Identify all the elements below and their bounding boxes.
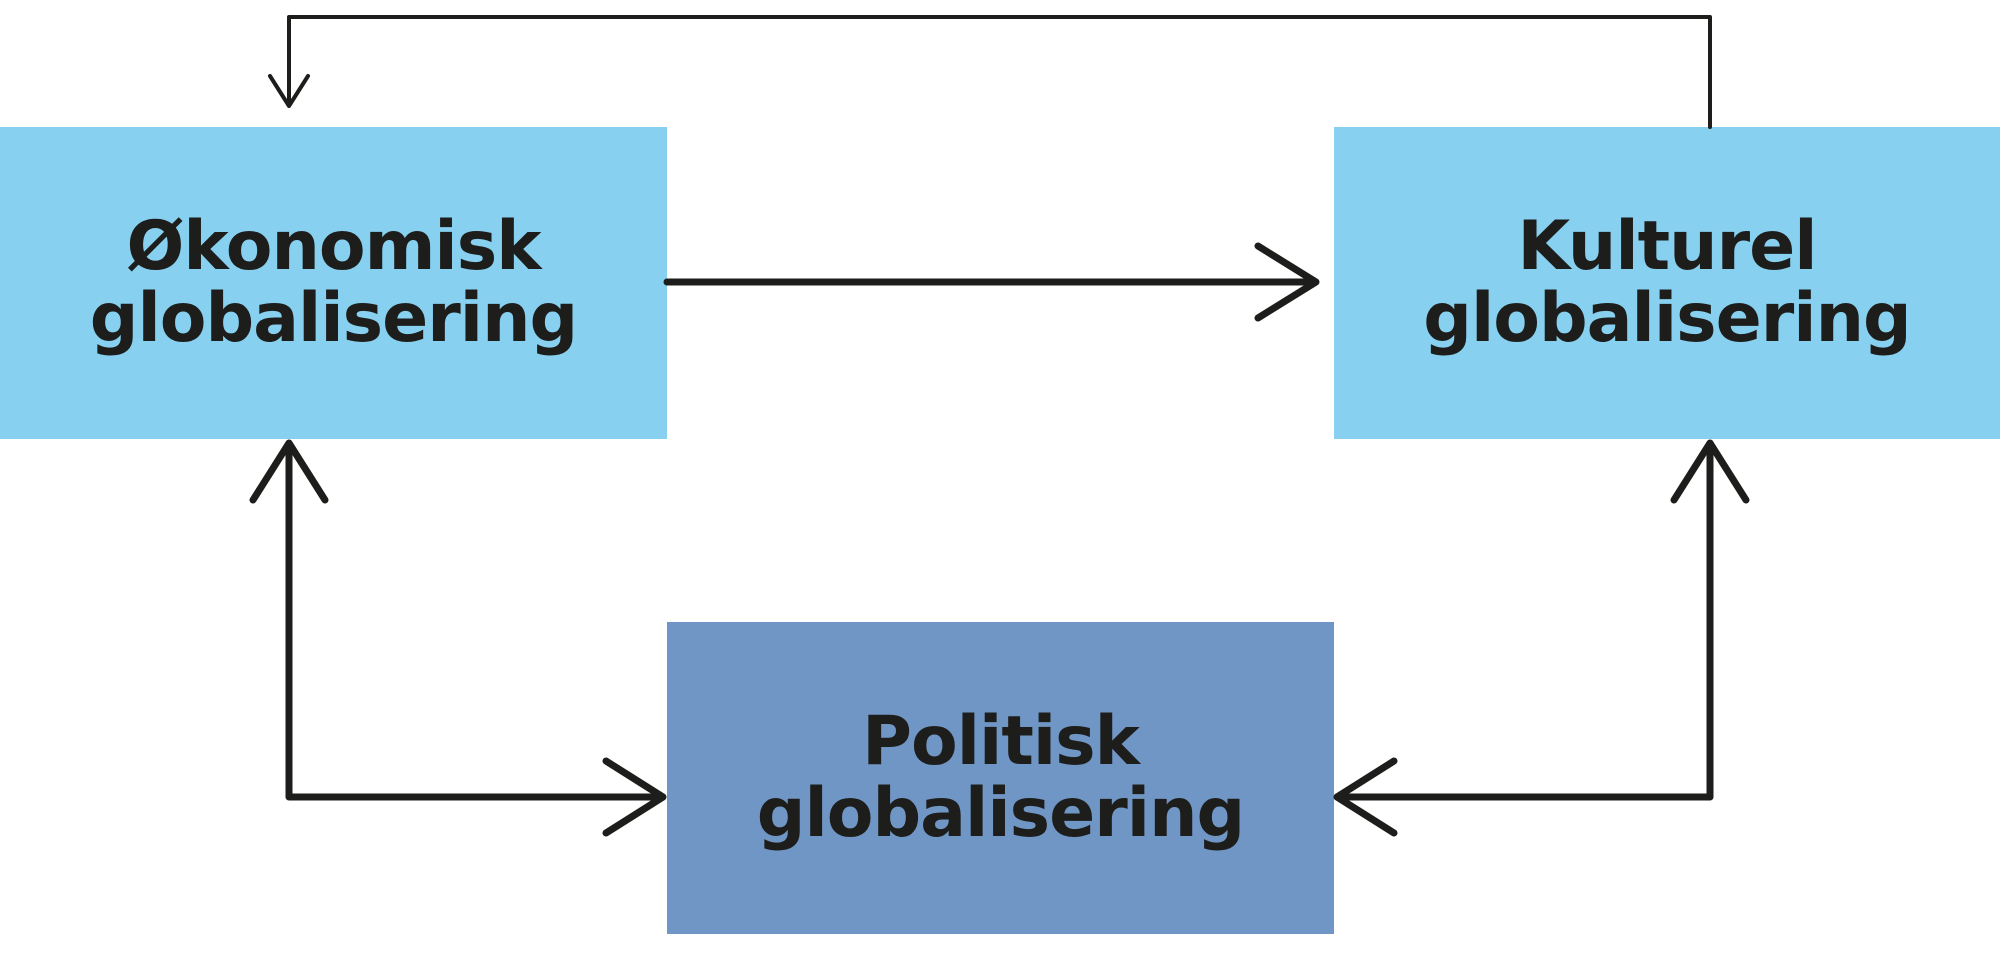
arrow-cultural-political-head-up <box>1670 439 1750 504</box>
cultural-label-line1: Kulturel <box>1517 207 1817 286</box>
economic-box <box>0 127 667 439</box>
cultural-globalization-label: Kulturel globalisering <box>1334 127 2000 439</box>
political-label-line1: Politisk <box>862 702 1140 781</box>
economic-label-line2: globalisering <box>89 279 578 358</box>
arrow-cultural-political-head-left <box>1333 757 1398 837</box>
political-box <box>667 622 1334 934</box>
arrow-cultural-to-economic-line <box>287 15 1712 129</box>
arrow-economic-political-head-up <box>249 439 329 504</box>
economic-label-line1: Økonomisk <box>126 207 542 286</box>
cultural-box <box>1334 127 2000 439</box>
arrow-cultural-political-line <box>1338 442 1714 801</box>
cultural-label-line2: globalisering <box>1423 279 1911 358</box>
political-globalization-label: Politisk globalisering <box>667 622 1334 934</box>
arrow-economic-political-head-right <box>602 757 667 837</box>
political-label-line2: globalisering <box>756 774 1245 853</box>
arrow-economic-to-cultural-head <box>1254 242 1320 322</box>
economic-globalization-label: Økonomisk globalisering <box>0 127 667 439</box>
arrow-cultural-to-economic-head <box>268 74 310 108</box>
arrow-economic-political-line <box>285 442 661 801</box>
